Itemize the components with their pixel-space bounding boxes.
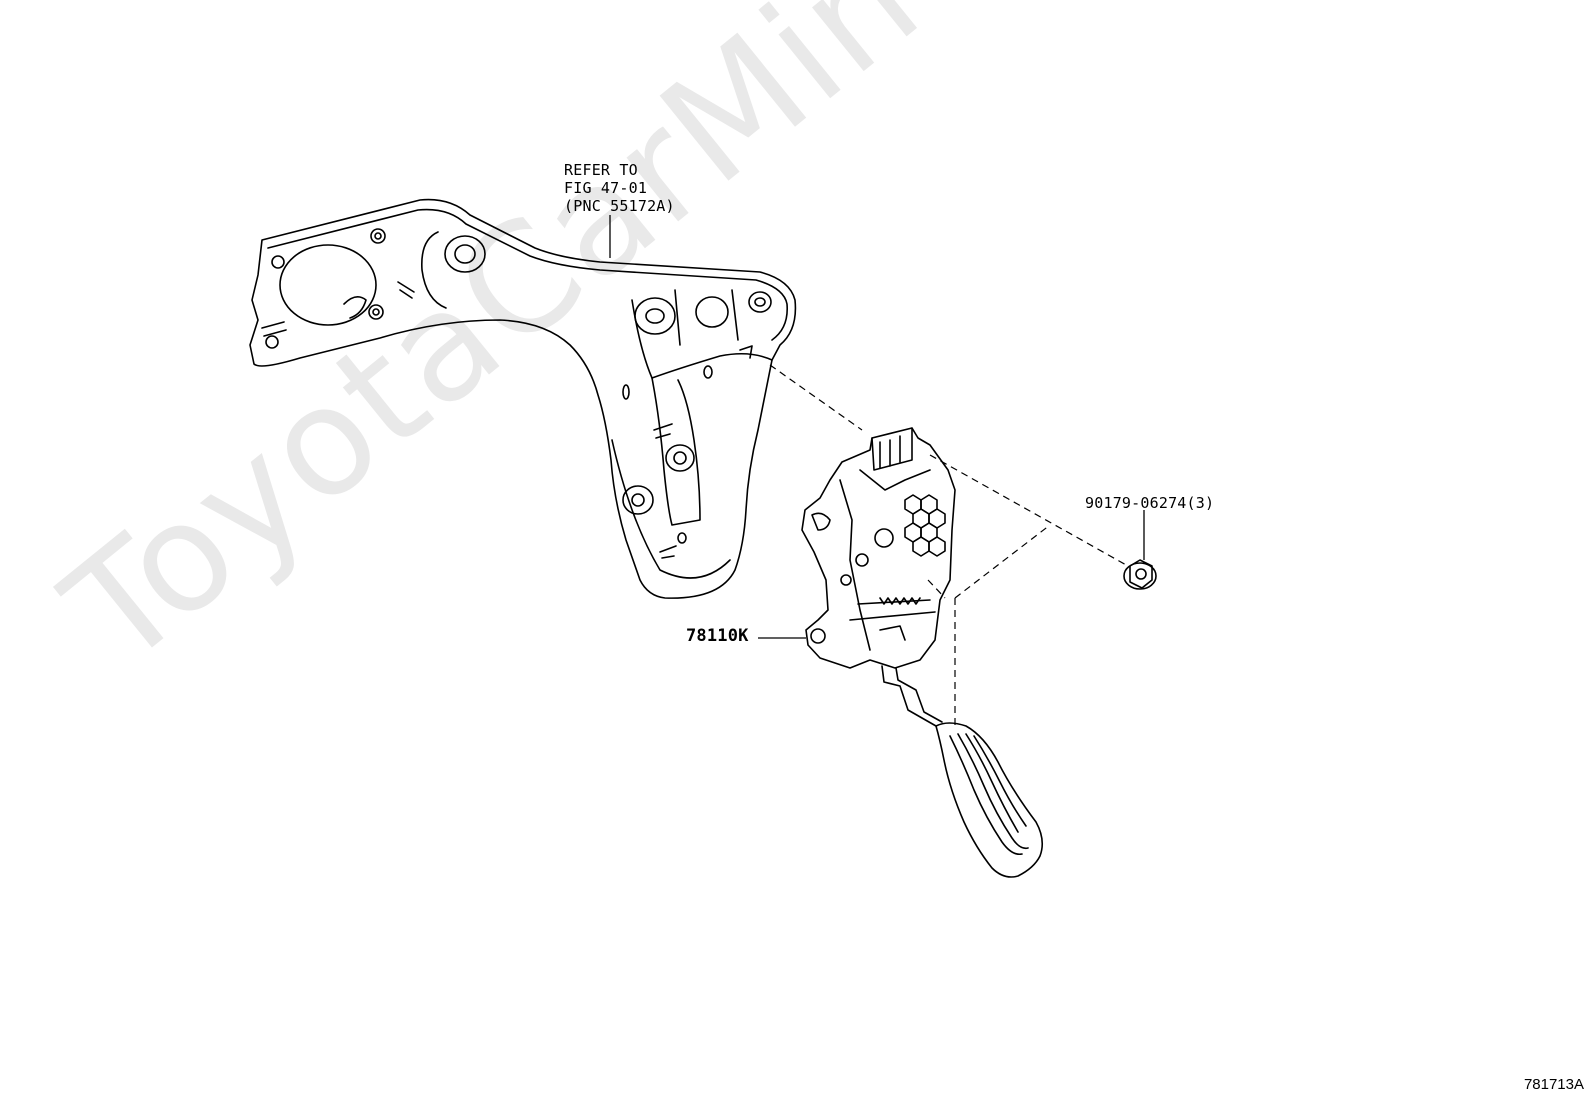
- nut-part-number[interactable]: 90179-06274(3): [1085, 494, 1215, 512]
- refer-label-line1: REFER TO: [564, 161, 638, 179]
- pedal-support-bracket-icon: [249, 198, 797, 599]
- accelerator-pedal-assembly-icon: [801, 427, 1044, 878]
- refer-label-line3: (PNC 55172A): [564, 197, 675, 215]
- leader-lines: [609, 215, 1145, 639]
- refer-label-line2: FIG 47-01: [564, 179, 648, 197]
- assembly-dashed-lines: [769, 364, 1129, 725]
- pedal-part-number[interactable]: 78110K: [686, 626, 749, 646]
- flange-nut-icon: [1123, 559, 1157, 590]
- figure-id: 781713A: [1523, 1076, 1584, 1093]
